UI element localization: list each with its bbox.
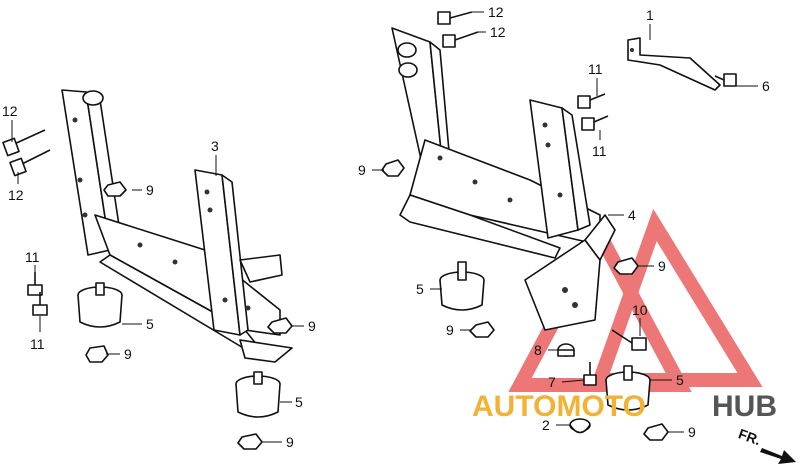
callout-7: 7 — [548, 374, 556, 390]
front-direction-indicator: FR. — [736, 425, 796, 464]
left-rubber-mounts-5 — [77, 282, 281, 418]
bolt-10 — [611, 329, 647, 351]
callout-11-right-top: 11 — [588, 61, 603, 77]
callout-4: 4 — [628, 207, 636, 223]
right-frame-bracket — [391, 27, 616, 331]
left-nuts-9 — [85, 181, 293, 450]
watermark-word-hub: HUB — [712, 390, 777, 423]
callout-9-left-right: 9 — [308, 318, 316, 334]
callout-5-right-bottom: 5 — [676, 372, 684, 388]
upper-bracket-1 — [627, 37, 721, 91]
watermark-word-automoto: AUTOMOTO — [472, 390, 646, 423]
right-bolts-12 — [437, 11, 479, 48]
callout-5-left: 5 — [146, 316, 154, 332]
callout-11-left-top: 11 — [25, 249, 40, 265]
callout-8: 8 — [534, 342, 542, 358]
callout-12-right-bottom: 12 — [490, 24, 506, 40]
callout-12-left-bottom: 12 — [8, 187, 24, 203]
callout-9-right-mid: 9 — [446, 322, 454, 338]
washer-8 — [557, 343, 575, 357]
callout-3: 3 — [211, 138, 219, 154]
callout-9-left-bottom: 9 — [286, 434, 294, 450]
bolt-6 — [714, 73, 737, 87]
front-label: FR. — [736, 425, 763, 448]
callout-5-right: 5 — [416, 281, 424, 297]
callout-1: 1 — [646, 7, 654, 23]
callout-11-right-bottom: 11 — [592, 143, 607, 159]
callout-2: 2 — [542, 417, 550, 433]
callout-6: 6 — [762, 78, 770, 94]
cap-2 — [569, 418, 591, 434]
callout-numbers: 3 9 5 9 9 5 9 12 12 11 11 12 12 1 6 11 1… — [2, 4, 770, 450]
right-bolts-11 — [577, 93, 609, 131]
callout-9-left-mid: 9 — [124, 346, 132, 362]
callout-9-right-top: 9 — [358, 162, 366, 178]
left-bolts-12 — [2, 129, 51, 177]
callout-11-left-bottom: 11 — [30, 336, 45, 352]
left-bolts-11 — [27, 272, 48, 316]
callout-9-right-upper: 9 — [658, 258, 666, 274]
front-arrow-icon — [760, 448, 796, 464]
callout-12-right-top: 12 — [488, 4, 504, 20]
callout-9-left-top: 9 — [146, 182, 154, 198]
callout-9-right-bottom: 9 — [688, 424, 696, 440]
left-frame-bracket — [61, 89, 293, 363]
right-rubber-mounts-5 — [439, 261, 651, 411]
right-nuts-9 — [381, 159, 669, 441]
callout-12-left-top: 12 — [2, 103, 18, 119]
callout-5-left-bottom: 5 — [295, 394, 303, 410]
bolt-7 — [583, 362, 597, 386]
watermark-text: AUTOMOTO HUB — [472, 390, 777, 423]
leader-lines — [11, 11, 758, 443]
callout-10: 10 — [632, 302, 648, 318]
